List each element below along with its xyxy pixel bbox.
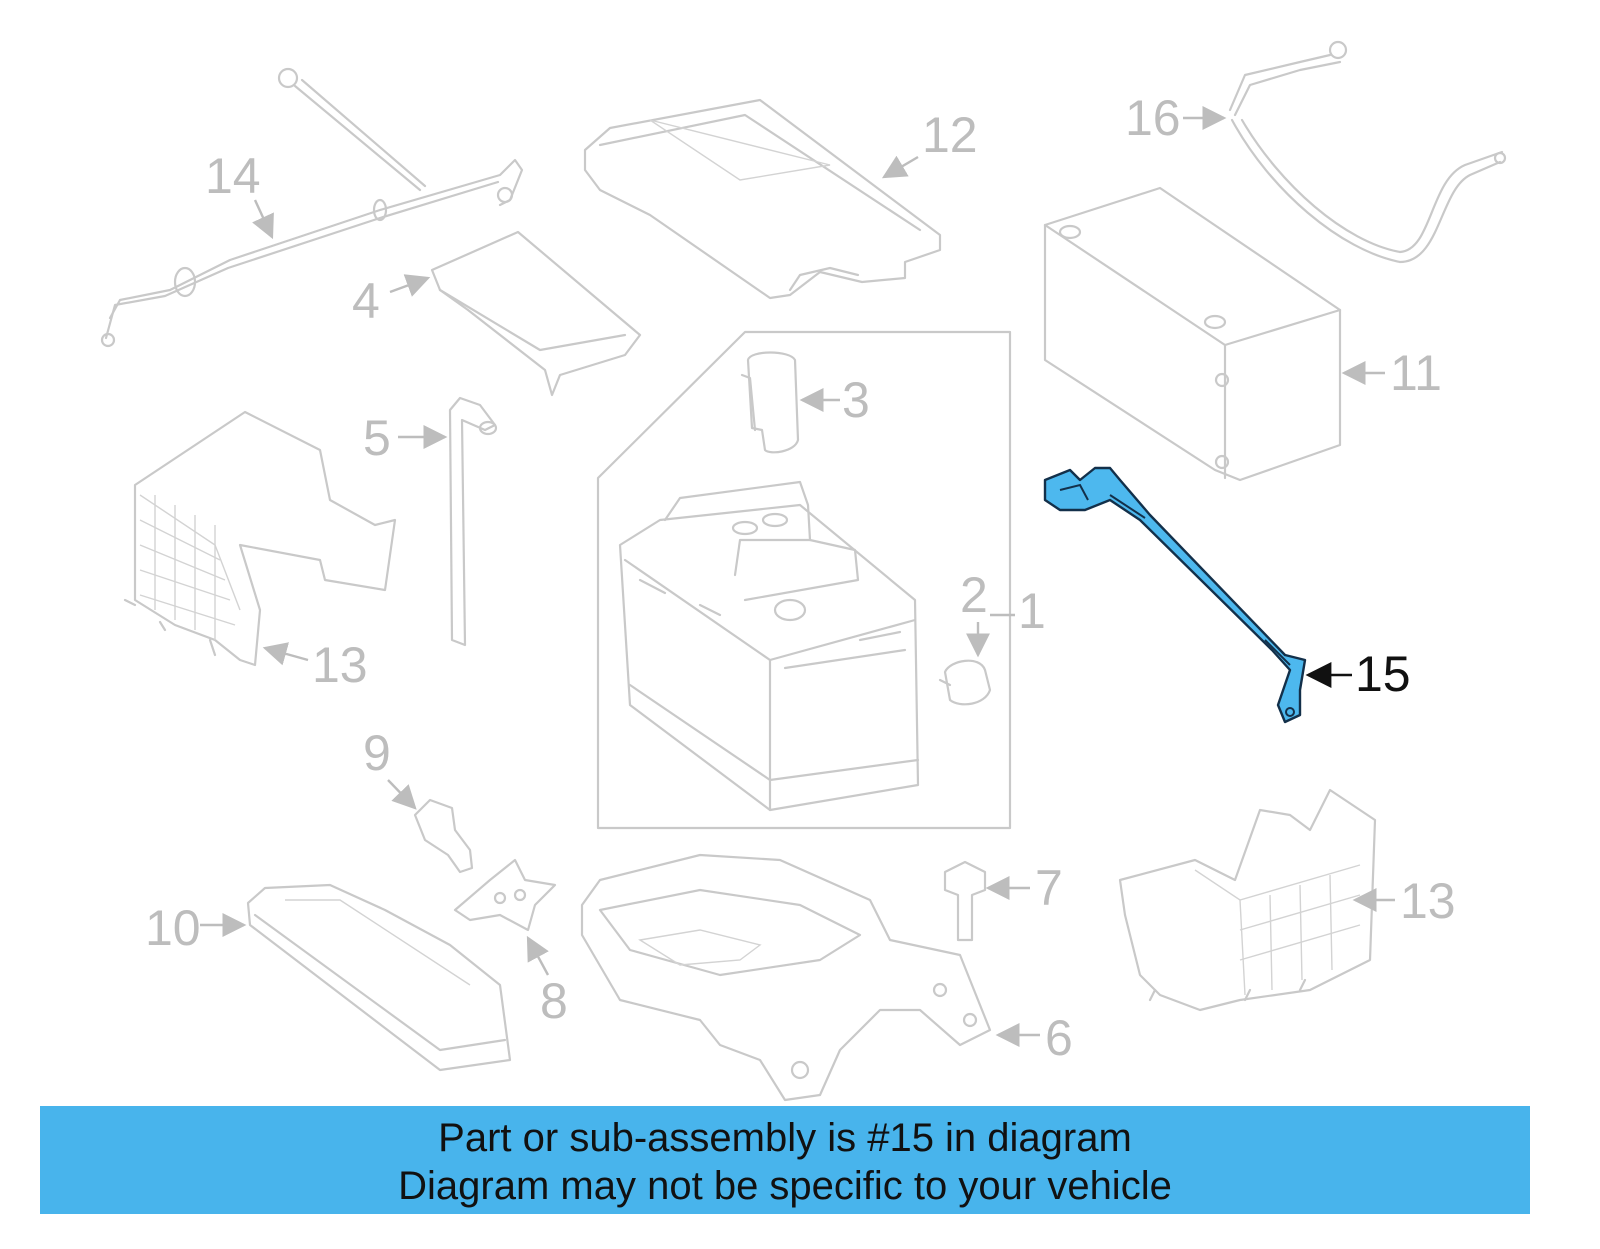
callout-1: 1 (1018, 583, 1046, 639)
callout-6: 6 (1045, 1010, 1073, 1066)
callout-13-right: 13 (1400, 873, 1456, 929)
callout-11: 11 (1390, 345, 1442, 401)
callout-7: 7 (1035, 860, 1063, 916)
part-16-cable[interactable] (1228, 40, 1507, 264)
callout-14: 14 (205, 148, 261, 204)
part-3-cap[interactable] (740, 351, 800, 454)
part-6-tray[interactable] (580, 853, 992, 1102)
part-7-bolt[interactable] (943, 860, 987, 942)
part-13-left-tray[interactable] (123, 410, 397, 667)
callout-2: 2 (960, 567, 988, 623)
part-12-cover[interactable] (583, 98, 942, 300)
callout-13-left-arrow (262, 642, 309, 666)
part-8-clip[interactable] (453, 858, 557, 932)
part-11-battery[interactable] (1043, 186, 1342, 482)
callout-13-left: 13 (312, 637, 368, 693)
callout-16: 16 (1125, 90, 1181, 146)
callout-12: 12 (922, 107, 978, 163)
part-2-plug[interactable] (938, 659, 992, 706)
callout-9-arrow (387, 779, 417, 810)
callout-5: 5 (363, 410, 391, 466)
banner-line-2: Diagram may not be specific to your vehi… (398, 1164, 1172, 1208)
part-10-bracket[interactable] (246, 883, 512, 1072)
part-15-ground-cable[interactable] (1043, 466, 1307, 724)
callout-14-arrow (252, 199, 274, 240)
banner-line-1: Part or sub-assembly is #15 in diagram (438, 1116, 1132, 1160)
callout-3: 3 (842, 372, 870, 428)
callout-9: 9 (363, 725, 391, 781)
part-14-cable[interactable] (100, 67, 524, 348)
part-2-battery[interactable] (618, 480, 920, 812)
callout-8: 8 (540, 973, 568, 1029)
part-4-bracket[interactable] (430, 230, 642, 397)
callout-4-arrow (389, 274, 431, 297)
callout-10: 10 (145, 900, 201, 956)
part-1-assembly-box[interactable] (596, 330, 1012, 830)
part-13-right-tray[interactable] (1118, 788, 1377, 1012)
callout-4: 4 (352, 273, 380, 329)
callout-8-arrow (526, 935, 550, 976)
callout-12-arrow (881, 155, 919, 179)
part-9-bolt[interactable] (413, 798, 474, 874)
part-5-rod[interactable] (448, 396, 498, 647)
info-banner: Part or sub-assembly is #15 in diagram D… (40, 1106, 1530, 1214)
callout-15: 15 (1355, 646, 1411, 702)
